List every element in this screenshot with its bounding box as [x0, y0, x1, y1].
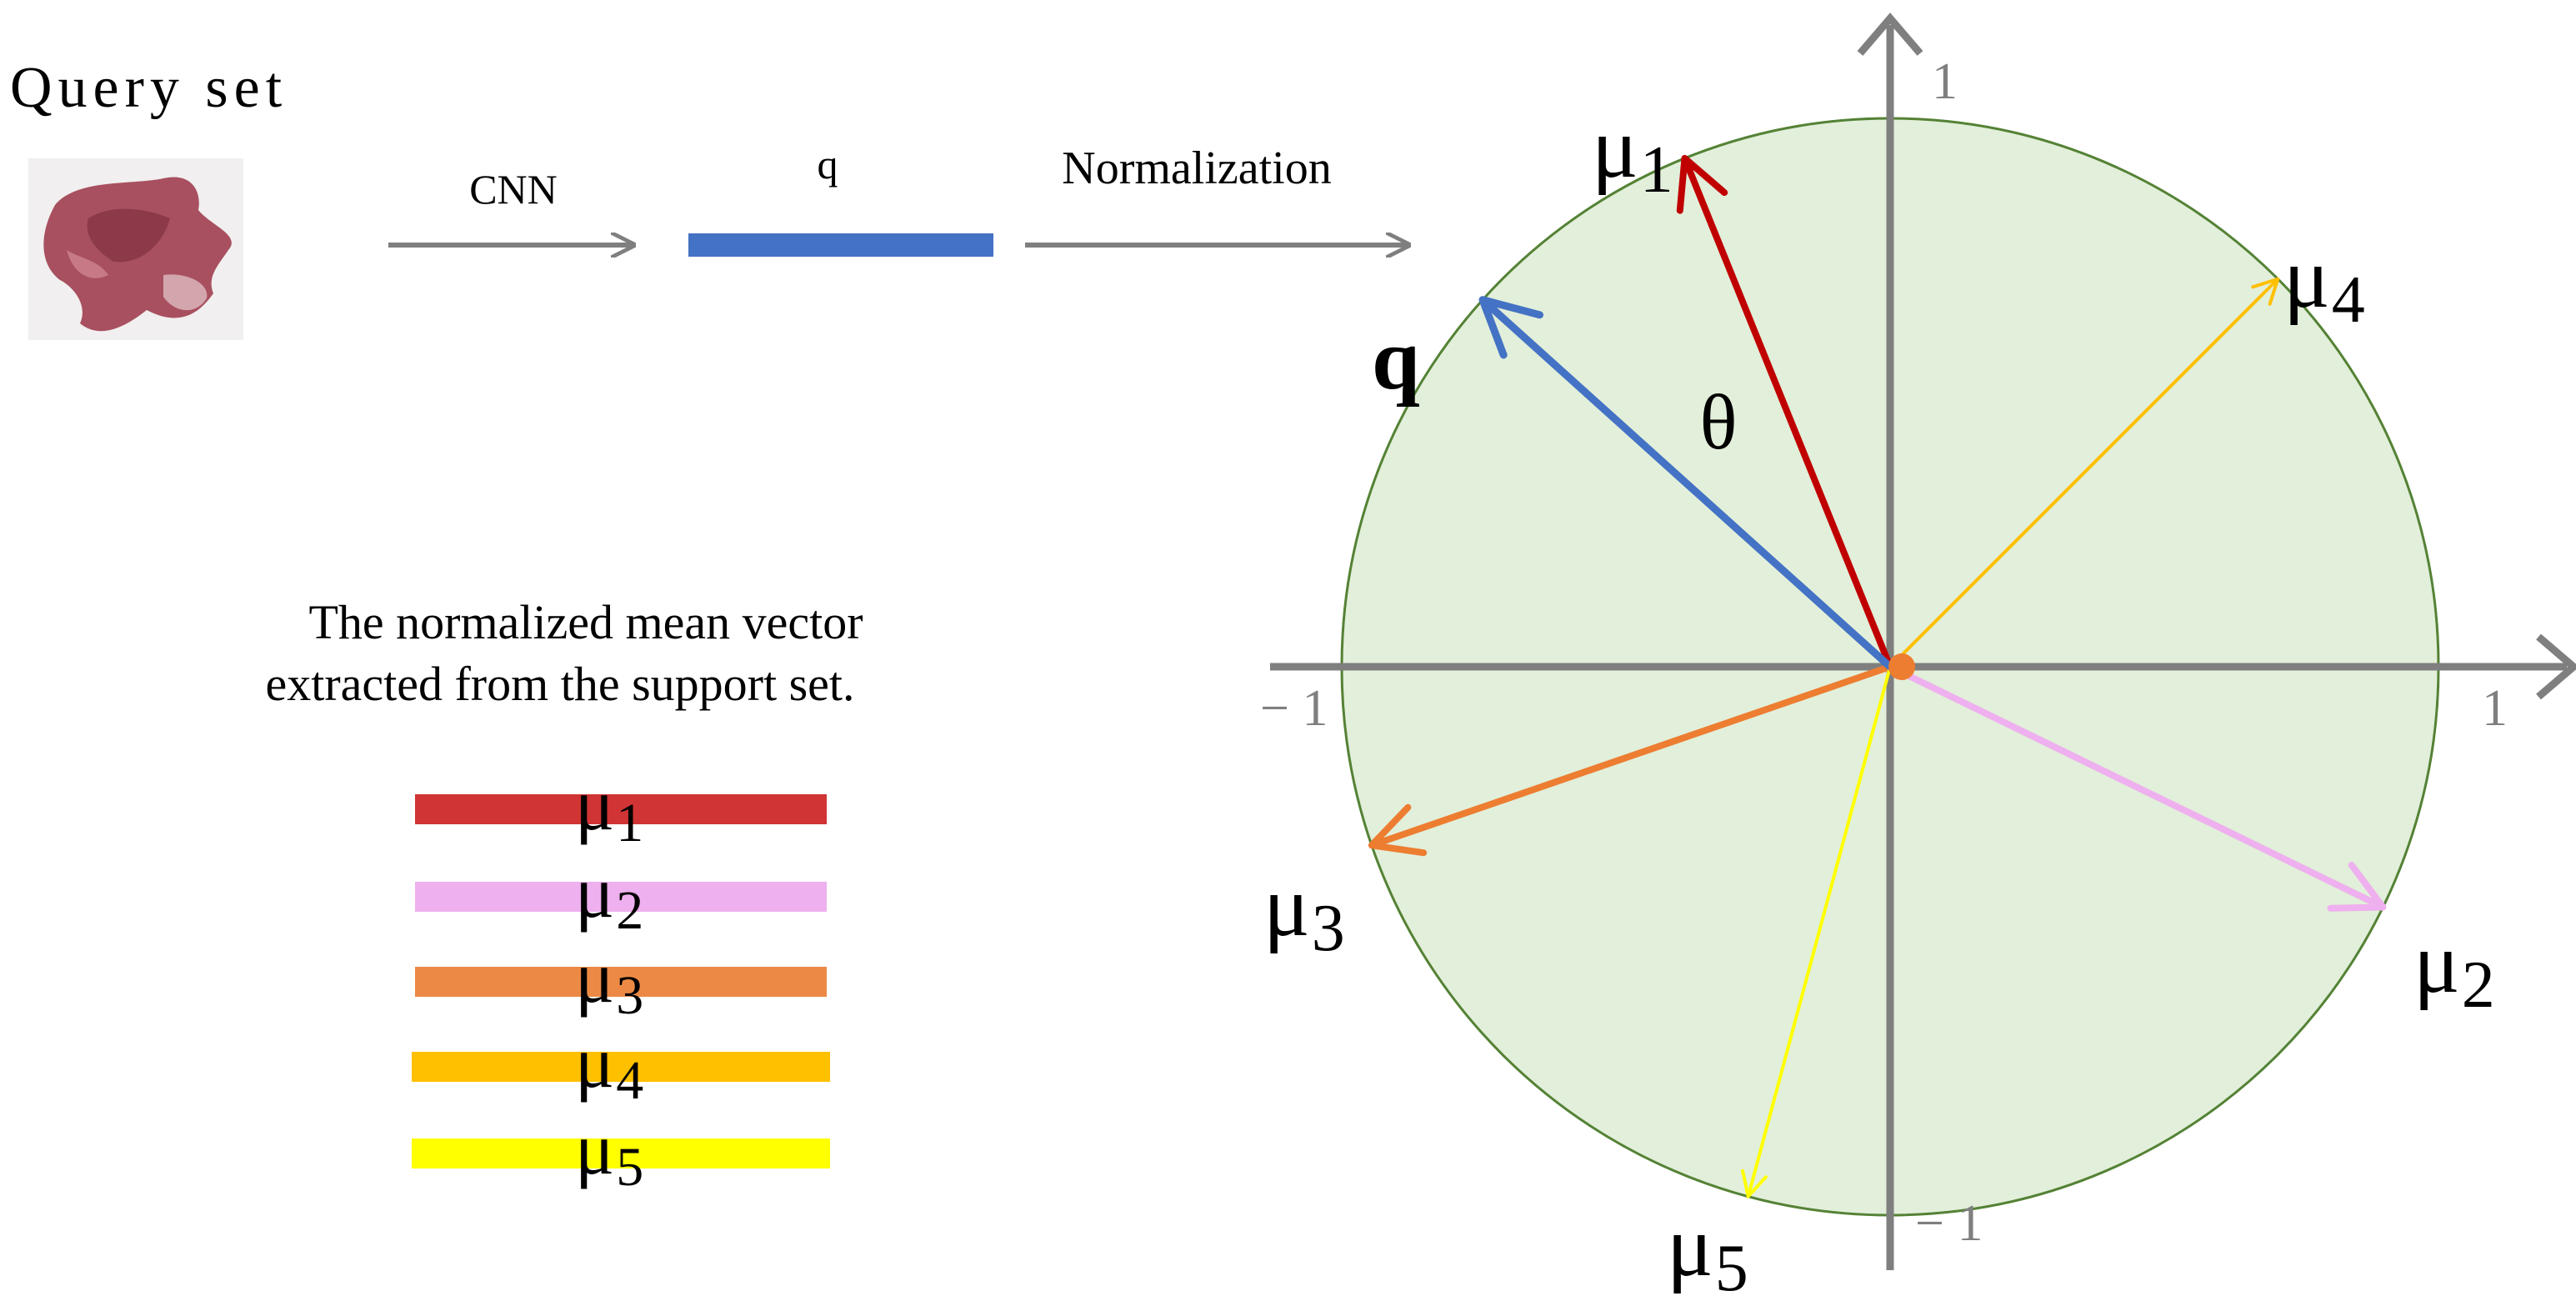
query-vector-bar — [688, 233, 993, 257]
legend-bar-mu5 — [412, 1138, 830, 1168]
query-vector-label: q — [818, 141, 838, 188]
plot-label-mu2: μ2 — [2413, 915, 2495, 1022]
normalization-label: Normalization — [1062, 143, 1331, 194]
x-axis-arrowhead — [2536, 633, 2576, 700]
legend-bar-mu2 — [415, 882, 827, 912]
legend-bar-mu1 — [415, 794, 827, 824]
legend-bar-mu3 — [415, 967, 827, 997]
angle-theta-label: θ — [1699, 379, 1737, 466]
legend-label-mu2: μ2 — [575, 853, 643, 941]
y-axis-arrowhead — [1857, 13, 1923, 56]
origin-dot — [1888, 653, 1915, 680]
support-caption-line2: extracted from the support set. — [265, 657, 854, 711]
plot-label-mu4: μ4 — [2283, 230, 2365, 337]
mean-vector-mu3 — [1368, 663, 1893, 857]
y-tick-neg: − 1 — [1915, 1195, 1983, 1252]
legend-label-mu5: μ5 — [575, 1109, 643, 1198]
plot-label-mu3: μ3 — [1263, 858, 1345, 965]
mean-vector-mu5 — [1741, 665, 1892, 1198]
support-caption-line1: The normalized mean vector — [308, 595, 863, 649]
x-tick-pos: 1 — [2482, 680, 2508, 737]
query-vector-arrow — [1478, 296, 1894, 671]
plot-label-mu5: μ5 — [1667, 1198, 1748, 1297]
unit-circle-plot: 1 − 1 1 − 1 θ q μ1 μ2 μ3 μ4 μ5 — [1260, 13, 2576, 1301]
cnn-label: CNN — [469, 166, 558, 213]
y-tick-pos: 1 — [1932, 53, 1958, 110]
legend-bar-mu4 — [412, 1052, 830, 1082]
legend-label-mu4: μ4 — [575, 1023, 643, 1111]
mean-vector-mu2 — [1887, 663, 2387, 912]
legend-label-mu3: μ3 — [575, 938, 643, 1026]
x-tick-neg: − 1 — [1260, 680, 1328, 737]
legend-label-mu1: μ1 — [575, 765, 643, 853]
plot-label-mu1: μ1 — [1592, 100, 1673, 207]
query-set-label: Query set — [10, 56, 288, 120]
query-vector-plot-label: q — [1372, 312, 1420, 408]
mean-vector-mu1 — [1676, 154, 1893, 670]
query-image — [28, 158, 243, 340]
mean-vector-mu4 — [1888, 277, 2280, 668]
